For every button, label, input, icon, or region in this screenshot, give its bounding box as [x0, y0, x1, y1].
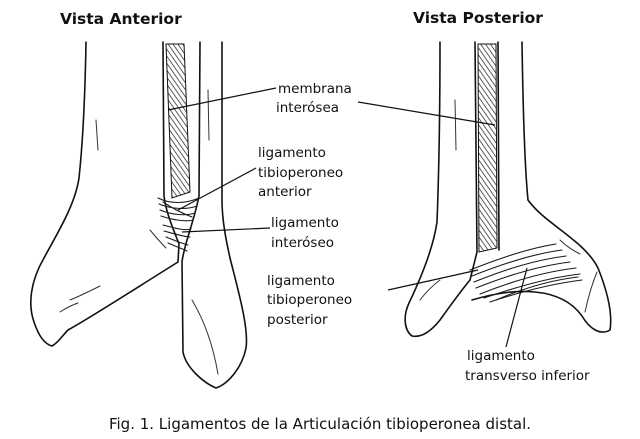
posterior-tibia	[471, 41, 612, 333]
anterior-view	[30, 41, 248, 389]
posterior-tibia-medial-edge	[497, 41, 500, 251]
leader-tibioperoneo-anterior	[177, 167, 257, 211]
posterior-view	[404, 41, 612, 338]
leader-transverso-inferior	[505, 267, 528, 348]
anterior-tibiofibular-ligament	[157, 197, 200, 222]
posterior-tibia-shading	[559, 239, 598, 313]
label-ligamento-transverso-inferior: ligamento transverso inferior	[465, 348, 590, 384]
anterior-fibula-shading	[191, 89, 219, 375]
anterior-interosseous-membrane	[165, 43, 191, 199]
anterior-fibula	[181, 41, 248, 389]
anterior-tibia	[30, 41, 180, 347]
leader-membrana-posterior	[357, 101, 496, 126]
posterior-interosseous-membrane	[477, 43, 498, 253]
posterior-tibiofibular-ligament	[469, 243, 571, 289]
label-ligamento-tibioperoneo-posterior: ligamento tibioperoneo posterior	[267, 273, 356, 328]
label-ligamento-tibioperoneo-anterior: ligamento tibioperoneo anterior	[258, 145, 347, 200]
interosseous-ligament	[162, 224, 192, 252]
label-membrana-interosea: membrana interósea	[276, 81, 356, 116]
leader-membrana-anterior	[167, 87, 277, 111]
posterior-fibula	[404, 41, 478, 338]
anterior-view-title: Vista Anterior	[60, 10, 182, 28]
posterior-fibula-shading	[419, 99, 457, 301]
figure-caption: Fig. 1. Ligamentos de la Articulación ti…	[109, 415, 531, 433]
leader-tibioperoneo-posterior	[387, 269, 479, 291]
leader-interoseo	[181, 227, 271, 233]
inferior-transverse-ligament	[479, 267, 583, 303]
posterior-view-title: Vista Posterior	[413, 9, 543, 27]
label-ligamento-interoseo: ligamento interóseo	[271, 215, 343, 251]
anterior-tibia-shading	[59, 119, 167, 313]
